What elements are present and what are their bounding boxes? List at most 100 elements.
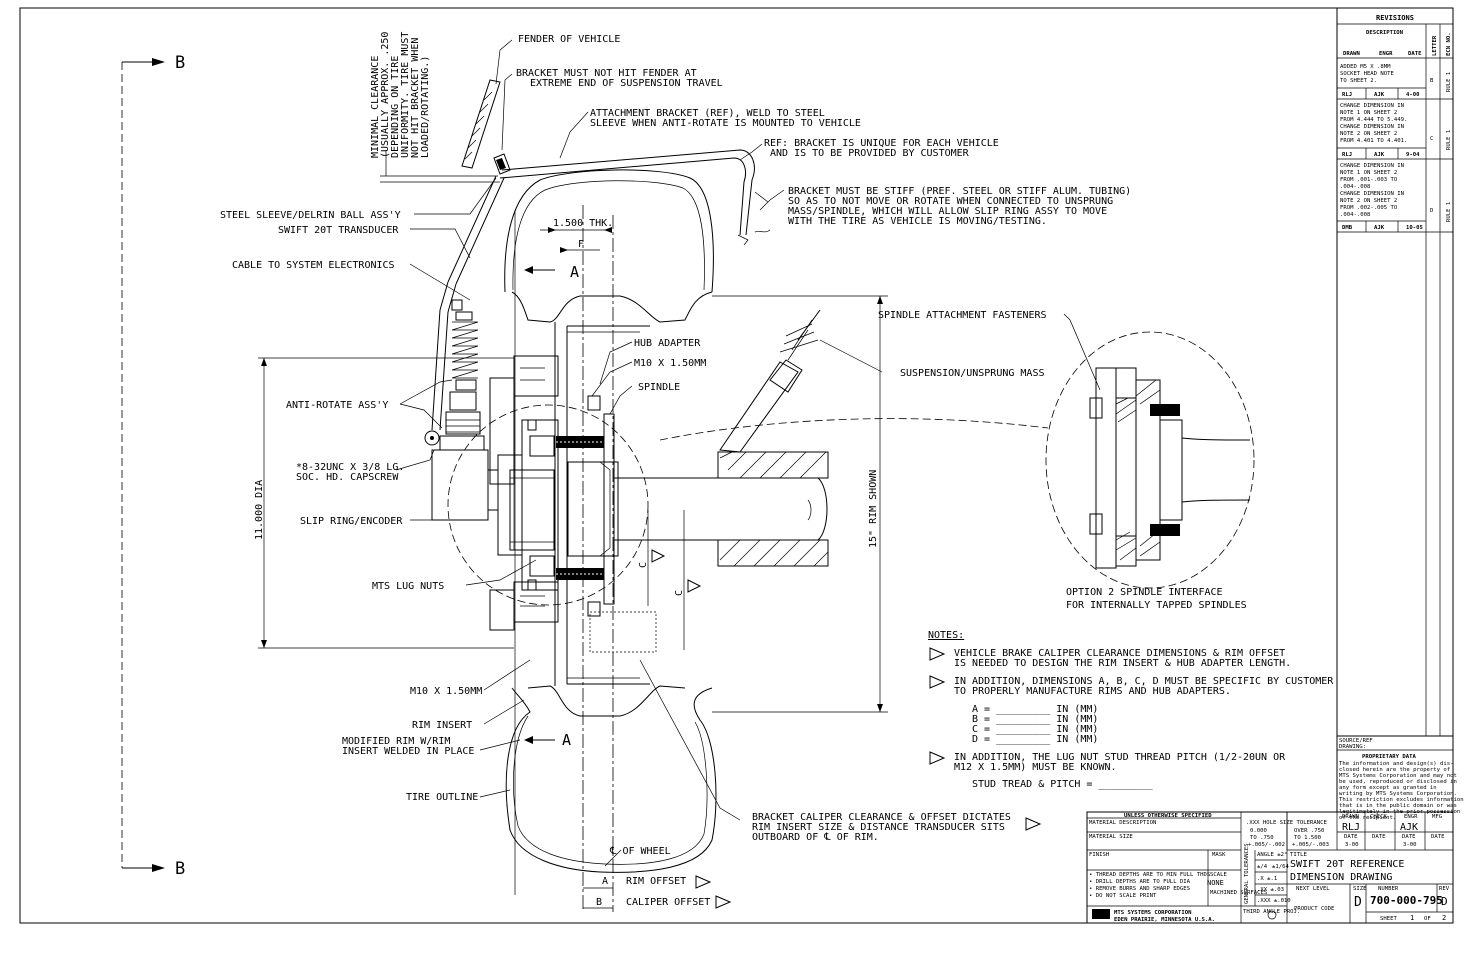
svg-text:.X ±.1: .X ±.1: [1257, 876, 1277, 882]
svg-text:PRODUCT CODE: PRODUCT CODE: [1294, 906, 1335, 912]
hub-adapter: [513, 355, 619, 623]
engr-by: AJK: [1400, 822, 1418, 833]
svg-text:C: C: [1430, 136, 1433, 142]
svg-text:UNLESS OTHERWISE SPECIFIED: UNLESS OTHERWISE SPECIFIED: [1124, 813, 1212, 819]
svg-text:10-05: 10-05: [1406, 225, 1423, 231]
callout-capscrew-2: SOC. HD. CAPSCREW: [296, 472, 399, 483]
callout-slip-ring: SLIP RING/ENCODER: [300, 516, 403, 527]
revisions-desc: DESCRIPTION: [1366, 30, 1404, 36]
callout-m10-upper: M10 X 1.50MM: [634, 358, 706, 369]
svg-text:DATE: DATE: [1372, 834, 1386, 840]
svg-text:MATERIAL SIZE: MATERIAL SIZE: [1089, 834, 1133, 840]
callout-transducer: SWIFT 20T TRANSDUCER: [278, 225, 399, 236]
section-label-lower: A: [562, 731, 571, 749]
svg-text:closed herein are the property: closed herein are the property of: [1339, 767, 1450, 773]
svg-text:CHANGE DIMENSION IN: CHANGE DIMENSION IN: [1340, 191, 1404, 197]
note-field-a: A = _________ IN (MM): [972, 704, 1098, 715]
callout-steel-sleeve: STEEL SLEEVE/DELRIN BALL ASS'Y: [220, 210, 401, 221]
svg-text:D: D: [1430, 208, 1434, 214]
callout-rim-offset: RIM OFFSET: [626, 876, 686, 887]
callout-center-wheel: ℄ OF WHEEL: [609, 846, 671, 857]
svg-text:AJK: AJK: [1374, 152, 1385, 158]
svg-text:+.005/-.003: +.005/-.003: [1292, 842, 1329, 848]
spindle: [614, 451, 829, 567]
dim-a: A: [602, 876, 608, 887]
notes: NOTES: VEHICLE BRAKE CALIPER CLEARANCE D…: [928, 630, 1334, 790]
dimensions: 1.500 THK. F 11.000 DIA 15" RIM SHOWN C …: [254, 218, 888, 909]
note3-line2: M12 X 1.5MM) MUST BE KNOWN.: [954, 762, 1117, 773]
svg-text:UNIFORMITY. TIRE MUST: UNIFORMITY. TIRE MUST: [400, 32, 411, 158]
svg-text:• DO NOT SCALE PRINT: • DO NOT SCALE PRINT: [1089, 893, 1157, 899]
svg-text:NUMBER: NUMBER: [1378, 886, 1399, 892]
svg-text:SOCKET HEAD NOTE: SOCKET HEAD NOTE: [1340, 71, 1395, 77]
drawing-title-1: SWIFT 20T REFERENCE: [1290, 859, 1404, 870]
callout-caliper-offset: CALIPER OFFSET: [626, 897, 710, 908]
svg-text:NOT HIT BRACKET WHEN: NOT HIT BRACKET WHEN: [410, 38, 421, 158]
svg-text:NOTE 2 ON SHEET 2: NOTE 2 ON SHEET 2: [1340, 198, 1397, 204]
svg-text:ANGLE ±2°: ANGLE ±2°: [1257, 852, 1287, 858]
clearance-note: MINIMAL CLEARANCE (USUALLY APPROX. .250 …: [370, 32, 431, 158]
callout-spindle: SPINDLE: [638, 382, 680, 393]
revisions-title: REVISIONS: [1376, 14, 1414, 22]
option2-line-1: OPTION 2 SPINDLE INTERFACE: [1066, 587, 1223, 598]
svg-text:NEXT LEVEL: NEXT LEVEL: [1296, 886, 1330, 892]
callout-spindle-fasteners: SPINDLE ATTACHMENT FASTENERS: [878, 310, 1047, 321]
svg-text:DATE: DATE: [1402, 834, 1416, 840]
svg-text:.004-.008: .004-.008: [1340, 212, 1371, 218]
callout-m10-lower: M10 X 1.50MM: [410, 686, 482, 697]
svg-text:FROM 4.444 TO 5.449.: FROM 4.444 TO 5.449.: [1340, 117, 1407, 123]
view-label-bottom: B: [175, 859, 185, 879]
dim-rim-shown: 15" RIM SHOWN: [868, 470, 879, 548]
tire-upper: [504, 169, 714, 323]
svg-text:.XXX ±.010: .XXX ±.010: [1257, 898, 1291, 904]
dim-dia: 11.000 DIA: [254, 480, 265, 540]
svg-text:MTS Systems Corporation and ma: MTS Systems Corporation and may not: [1339, 773, 1457, 779]
dim-c2: C: [674, 590, 685, 596]
svg-text:AJK: AJK: [1374, 92, 1385, 98]
svg-text:FROM 4.401 TO 4.401.: FROM 4.401 TO 4.401.: [1340, 138, 1407, 144]
option2-spindle-detail: [1089, 367, 1251, 569]
svg-text:• REMOVE BURRS AND SHARP EDGES: • REMOVE BURRS AND SHARP EDGES: [1089, 886, 1190, 892]
svg-text:• THREAD DEPTHS ARE TO MIN FUL: • THREAD DEPTHS ARE TO MIN FULL THDS: [1089, 872, 1210, 878]
svg-text:This restriction excludes info: This restriction excludes information: [1339, 797, 1464, 803]
svg-text:OF: OF: [1424, 916, 1431, 922]
svg-text:TO 1.500: TO 1.500: [1294, 835, 1321, 841]
callout-brake-1: BRACKET CALIPER CLEARANCE & OFFSET DICTA…: [752, 812, 1011, 823]
svg-text:NOTE 2 ON SHEET 2: NOTE 2 ON SHEET 2: [1340, 131, 1397, 137]
company-name: MTS SYSTEMS CORPORATION: [1114, 910, 1192, 916]
svg-text:• DRILL DEPTHS ARE TO FULL DIA: • DRILL DEPTHS ARE TO FULL DIA: [1089, 879, 1191, 885]
note1-line1: VEHICLE BRAKE CALIPER CLEARANCE DIMENSIO…: [954, 648, 1285, 659]
svg-text:AJK: AJK: [1374, 225, 1385, 231]
svg-text:TITLE: TITLE: [1290, 852, 1307, 858]
svg-text:NOTE 1 ON SHEET 2: NOTE 1 ON SHEET 2: [1340, 110, 1397, 116]
svg-text:TO .750: TO .750: [1250, 835, 1274, 841]
anti-rotate-spring: [424, 299, 485, 451]
drawn-by: RLJ: [1342, 822, 1360, 833]
svg-text:THIRD ANGLE PROJ.: THIRD ANGLE PROJ.: [1243, 909, 1300, 915]
callout-anti-rotate: ANTI-ROTATE ASS'Y: [286, 400, 388, 411]
svg-text:(USUALLY APPROX. .250: (USUALLY APPROX. .250: [380, 32, 391, 158]
slip-ring-encoder: [431, 377, 555, 631]
svg-text:TO SHEET 2.: TO SHEET 2.: [1340, 78, 1377, 84]
callout-ref-bracket-2: AND IS TO BE PROVIDED BY CUSTOMER: [770, 148, 970, 159]
svg-text:FROM .002-.005 TO: FROM .002-.005 TO: [1340, 205, 1398, 211]
svg-text:ENGR: ENGR: [1404, 814, 1418, 820]
svg-text:FROM .001-.003 TO: FROM .001-.003 TO: [1340, 177, 1398, 183]
suspension-strut: [719, 309, 821, 453]
svg-text:SCALE: SCALE: [1210, 872, 1227, 878]
dim-b: B: [596, 897, 602, 908]
svg-text:LOADED/ROTATING.): LOADED/ROTATING.): [420, 56, 431, 158]
drawing-size: D: [1354, 895, 1362, 910]
fender: [461, 79, 501, 169]
svg-text:MACHINED SURFACES: MACHINED SURFACES: [1210, 890, 1267, 896]
svg-text:3-00: 3-00: [1345, 842, 1358, 848]
svg-text:DRAWN: DRAWN: [1342, 814, 1359, 820]
callout-stiff-2: SO AS TO NOT MOVE OR ROTATE WHEN CONNECT…: [788, 196, 1113, 207]
callout-fender: FENDER OF VEHICLE: [518, 34, 620, 45]
callout-stiff-4: WITH THE TIRE AS VEHICLE IS MOVING/TESTI…: [788, 216, 1047, 227]
svg-text:NOTE 1 ON SHEET 2: NOTE 1 ON SHEET 2: [1340, 170, 1397, 176]
svg-text:3-00: 3-00: [1403, 842, 1416, 848]
drawing-title-2: DIMENSION DRAWING: [1290, 872, 1392, 883]
callouts: FENDER OF VEHICLE BRACKET MUST NOT HIT F…: [220, 34, 1247, 909]
note1-line2: IS NEEDED TO DESIGN THE RIM INSERT & HUB…: [954, 658, 1291, 669]
